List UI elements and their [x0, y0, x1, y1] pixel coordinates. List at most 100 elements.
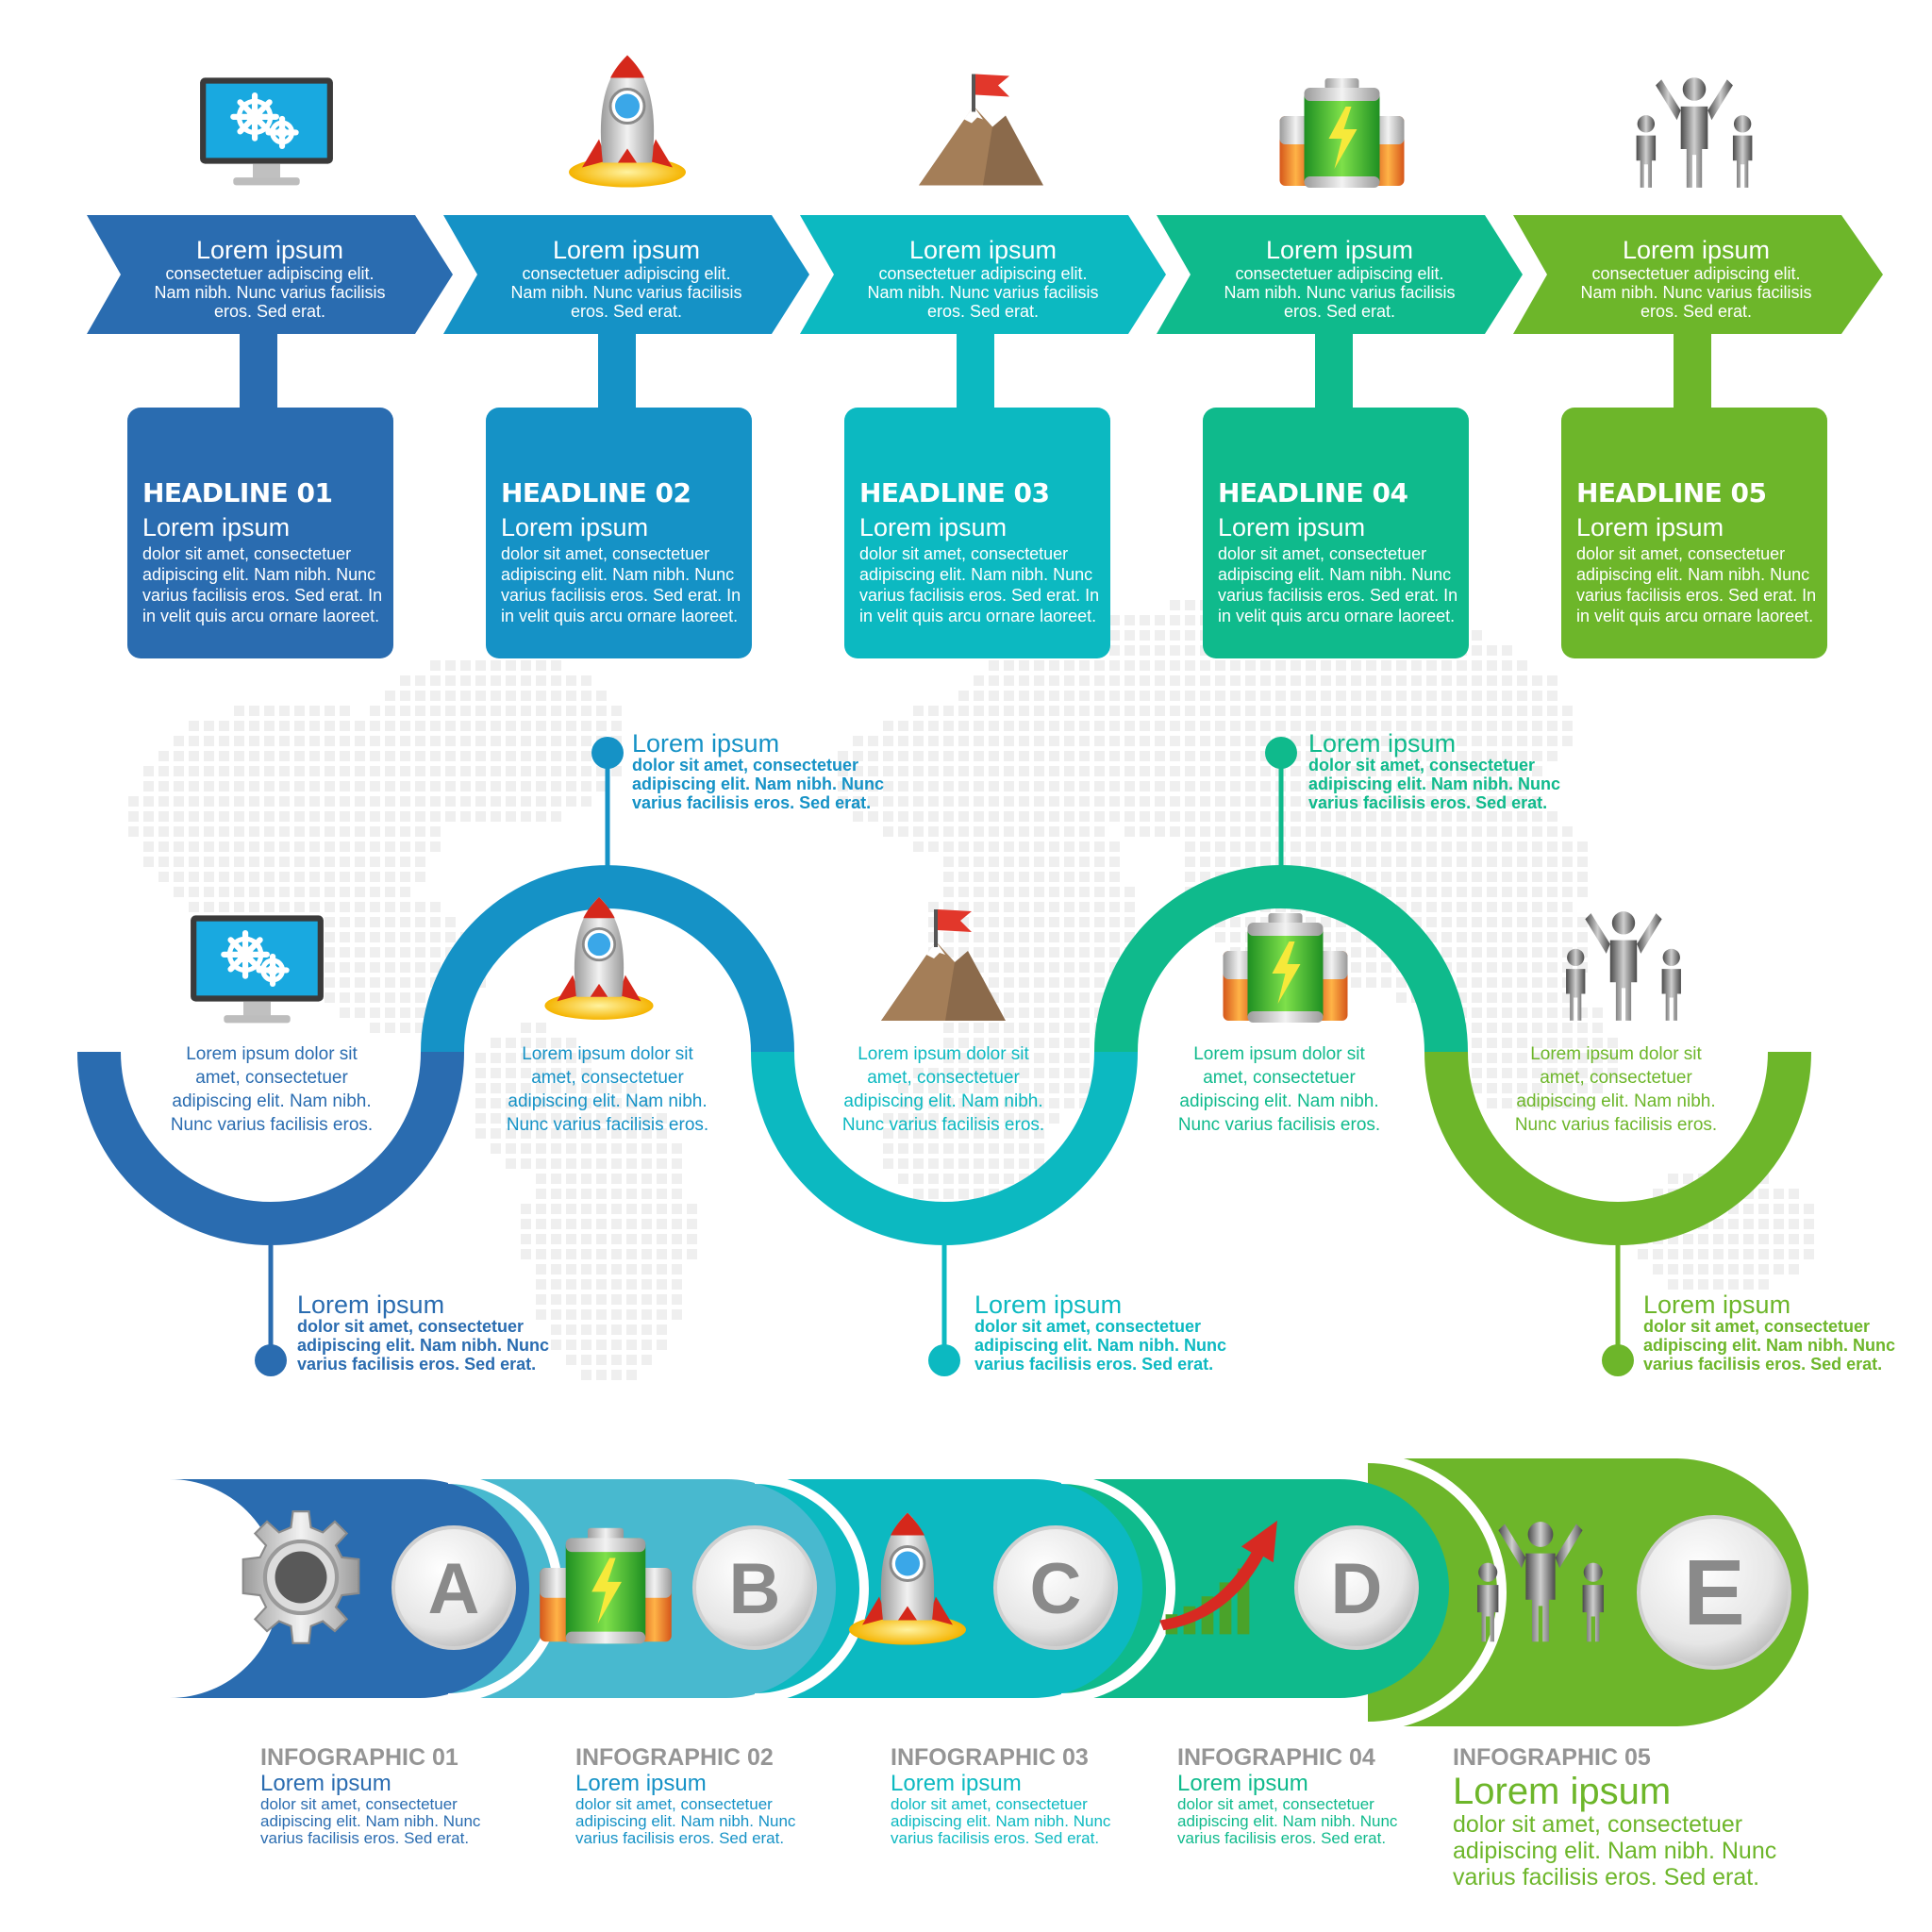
wave-timeline: [77, 865, 1811, 1245]
wave-item-text-04: Lorem ipsum dolor sit amet, consectetuer…: [1177, 1044, 1381, 1135]
callout-body: dolor sit amet, consectetuer adipiscing …: [632, 756, 885, 812]
arrow-text-04: Lorem ipsum consectetuer adipiscing elit…: [1184, 236, 1495, 321]
card-title: Lorem ipsum: [1576, 513, 1724, 541]
infographic-label-03: INFOGRAPHIC 03 Lorem ipsum dolor sit ame…: [891, 1743, 1192, 1847]
callout-title: Lorem ipsum: [974, 1291, 1123, 1319]
letter-b: B: [729, 1549, 781, 1629]
infographic-heading: INFOGRAPHIC 04: [1177, 1744, 1375, 1771]
infographic-title: Lorem ipsum: [575, 1771, 707, 1796]
callout-title: Lorem ipsum: [297, 1291, 445, 1319]
card-title: Lorem ipsum: [501, 513, 649, 541]
rocket-icon: [567, 53, 688, 190]
infographic-heading: INFOGRAPHIC 01: [260, 1744, 458, 1771]
headline-card-01: [127, 408, 393, 658]
headline-card-04: [1203, 408, 1469, 658]
gear-icon: [243, 1511, 359, 1643]
monitor-gears-icon: [200, 77, 333, 185]
card-title: Lorem ipsum: [1218, 513, 1366, 541]
arrow-row: [87, 215, 1883, 334]
card-text-04: HEADLINE 04 Lorem ipsum dolor sit amet, …: [1218, 475, 1465, 626]
headline-card-03: [844, 408, 1110, 658]
wave-item-text-01: Lorem ipsum dolor sit amet, consectetuer…: [170, 1044, 374, 1135]
arrow-step-04: [1157, 215, 1523, 334]
arrow-step-03: [800, 215, 1166, 334]
card-headline: HEADLINE 01: [142, 477, 333, 508]
card-text-02: HEADLINE 02 Lorem ipsum dolor sit amet, …: [501, 475, 748, 626]
monitor-gears-icon: [191, 915, 324, 1023]
arrow-title: Lorem ipsum: [195, 236, 344, 264]
card-title: Lorem ipsum: [859, 513, 1008, 541]
wave-callout-01: Lorem ipsum dolor sit amet, consectetuer…: [297, 1292, 580, 1374]
wave-item-text-02: Lorem ipsum dolor sit amet, consectetuer…: [506, 1044, 709, 1135]
headline-card-05: [1561, 408, 1827, 658]
letter-circles: [391, 1515, 1791, 1670]
card-body: dolor sit amet, consectetuer adipiscing …: [1576, 544, 1817, 625]
card-body: dolor sit amet, consectetuer adipiscing …: [142, 544, 383, 625]
infographic-label-05: INFOGRAPHIC 05 Lorem ipsum dolor sit ame…: [1453, 1743, 1830, 1890]
infographic-body: dolor sit amet, consectetuer adipiscing …: [575, 1795, 796, 1847]
card-body: dolor sit amet, consectetuer adipiscing …: [859, 544, 1100, 625]
arrow-title: Lorem ipsum: [908, 236, 1058, 264]
people-icon: [1636, 77, 1753, 188]
mountain-flag-icon: [881, 909, 1006, 1021]
arrow-step-02: [443, 215, 809, 334]
callout-title: Lorem ipsum: [1643, 1291, 1791, 1319]
callout-body: dolor sit amet, consectetuer adipiscing …: [297, 1317, 550, 1374]
infographic-body: dolor sit amet, consectetuer adipiscing …: [1177, 1795, 1398, 1847]
letter-d: D: [1331, 1549, 1383, 1629]
letter-a: A: [428, 1549, 480, 1629]
arrow-body: consectetuer adipiscing elit. Nam nibh. …: [510, 264, 742, 321]
card-text-01: HEADLINE 01 Lorem ipsum dolor sit amet, …: [142, 475, 390, 626]
infographic-label-01: INFOGRAPHIC 01 Lorem ipsum dolor sit ame…: [260, 1743, 562, 1847]
infographic-title: Lorem ipsum: [260, 1771, 391, 1796]
wave-item-text-03: Lorem ipsum dolor sit amet, consectetuer…: [841, 1044, 1045, 1135]
arrow-body: consectetuer adipiscing elit. Nam nibh. …: [867, 264, 1099, 321]
callout-body: dolor sit amet, consectetuer adipiscing …: [1643, 1317, 1896, 1374]
card-headline: HEADLINE 03: [859, 477, 1050, 508]
battery-icon: [1279, 78, 1405, 188]
infographic-title: Lorem ipsum: [1453, 1771, 1672, 1812]
infographic-title: Lorem ipsum: [1177, 1771, 1308, 1796]
arrow-text-03: Lorem ipsum consectetuer adipiscing elit…: [827, 236, 1139, 321]
card-headline: HEADLINE 04: [1218, 477, 1408, 508]
card-headline: HEADLINE 02: [501, 477, 691, 508]
letter-c: C: [1030, 1549, 1082, 1629]
arrow-text-01: Lorem ipsum consectetuer adipiscing elit…: [114, 236, 425, 321]
card-body: dolor sit amet, consectetuer adipiscing …: [501, 544, 741, 625]
wave-item-text-05: Lorem ipsum dolor sit amet, consectetuer…: [1514, 1044, 1718, 1135]
headline-card-02: [486, 408, 752, 658]
card-headline: HEADLINE 05: [1576, 477, 1767, 508]
infographic-title: Lorem ipsum: [891, 1771, 1022, 1796]
battery-icon: [1223, 913, 1348, 1023]
arrow-step-01: [87, 215, 453, 334]
infographic-body: dolor sit amet, consectetuer adipiscing …: [891, 1795, 1111, 1847]
card-text-05: HEADLINE 05 Lorem ipsum dolor sit amet, …: [1576, 475, 1824, 626]
infographic-body: dolor sit amet, consectetuer adipiscing …: [1453, 1811, 1777, 1890]
wave-callout-stems: [255, 737, 1634, 1376]
arrow-body: consectetuer adipiscing elit. Nam nibh. …: [1580, 264, 1812, 321]
callout-body: dolor sit amet, consectetuer adipiscing …: [1308, 756, 1561, 812]
arrow-title: Lorem ipsum: [552, 236, 701, 264]
wave-callout-02: Lorem ipsum dolor sit amet, consectetuer…: [632, 731, 915, 813]
infographic-label-02: INFOGRAPHIC 02 Lorem ipsum dolor sit ame…: [575, 1743, 877, 1847]
wave-callout-04: Lorem ipsum dolor sit amet, consectetuer…: [1308, 729, 1591, 813]
infographic-body: dolor sit amet, consectetuer adipiscing …: [260, 1795, 481, 1847]
callout-title: Lorem ipsum: [1308, 729, 1457, 758]
arrow-title: Lorem ipsum: [1622, 236, 1771, 264]
card-title: Lorem ipsum: [142, 513, 291, 541]
arrow-body: consectetuer adipiscing elit. Nam nibh. …: [1224, 264, 1456, 321]
infographic-heading: INFOGRAPHIC 03: [891, 1744, 1089, 1771]
arrow-title: Lorem ipsum: [1265, 236, 1414, 264]
arrow-text-05: Lorem ipsum consectetuer adipiscing elit…: [1541, 236, 1852, 321]
infographic-label-04: INFOGRAPHIC 04 Lorem ipsum dolor sit ame…: [1177, 1743, 1479, 1847]
mountain-flag-icon: [919, 74, 1043, 186]
callout-body: dolor sit amet, consectetuer adipiscing …: [974, 1317, 1227, 1374]
infographic-heading: INFOGRAPHIC 05: [1453, 1744, 1651, 1771]
wave-callout-03: Lorem ipsum dolor sit amet, consectetuer…: [974, 1292, 1257, 1374]
arrow-text-02: Lorem ipsum consectetuer adipiscing elit…: [471, 236, 782, 321]
wave-callout-05: Lorem ipsum dolor sit amet, consectetuer…: [1643, 1292, 1926, 1374]
card-text-03: HEADLINE 03 Lorem ipsum dolor sit amet, …: [859, 475, 1107, 626]
arrow-body: consectetuer adipiscing elit. Nam nibh. …: [154, 264, 386, 321]
